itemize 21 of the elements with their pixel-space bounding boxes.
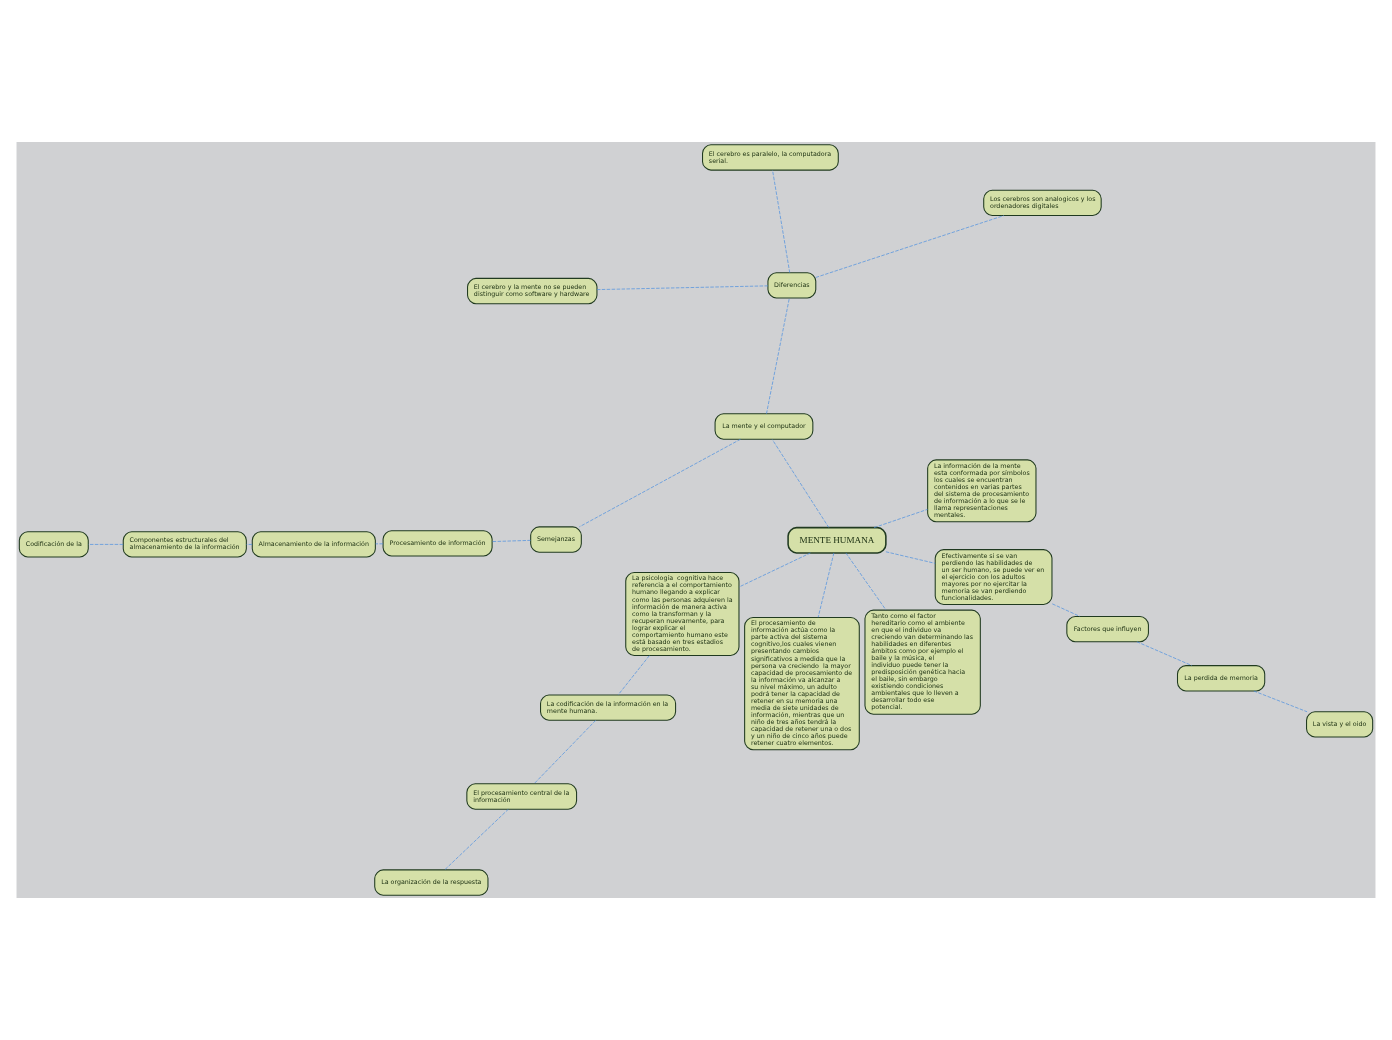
connector <box>444 808 509 871</box>
connector <box>815 215 1005 278</box>
connector <box>1253 690 1308 713</box>
connector <box>772 169 791 273</box>
connector <box>88 544 124 545</box>
connector <box>596 285 769 290</box>
connector <box>375 543 384 545</box>
connector <box>885 551 936 564</box>
connector <box>738 552 811 588</box>
connector <box>873 509 928 528</box>
connector <box>1136 641 1193 666</box>
connector <box>845 552 887 611</box>
connector <box>771 439 830 528</box>
connector <box>766 297 790 415</box>
connector <box>1051 603 1081 617</box>
connector <box>617 655 650 696</box>
connector <box>491 540 531 542</box>
connector <box>579 438 741 528</box>
connector <box>246 544 253 545</box>
connector <box>533 720 597 785</box>
connector <box>817 552 835 618</box>
